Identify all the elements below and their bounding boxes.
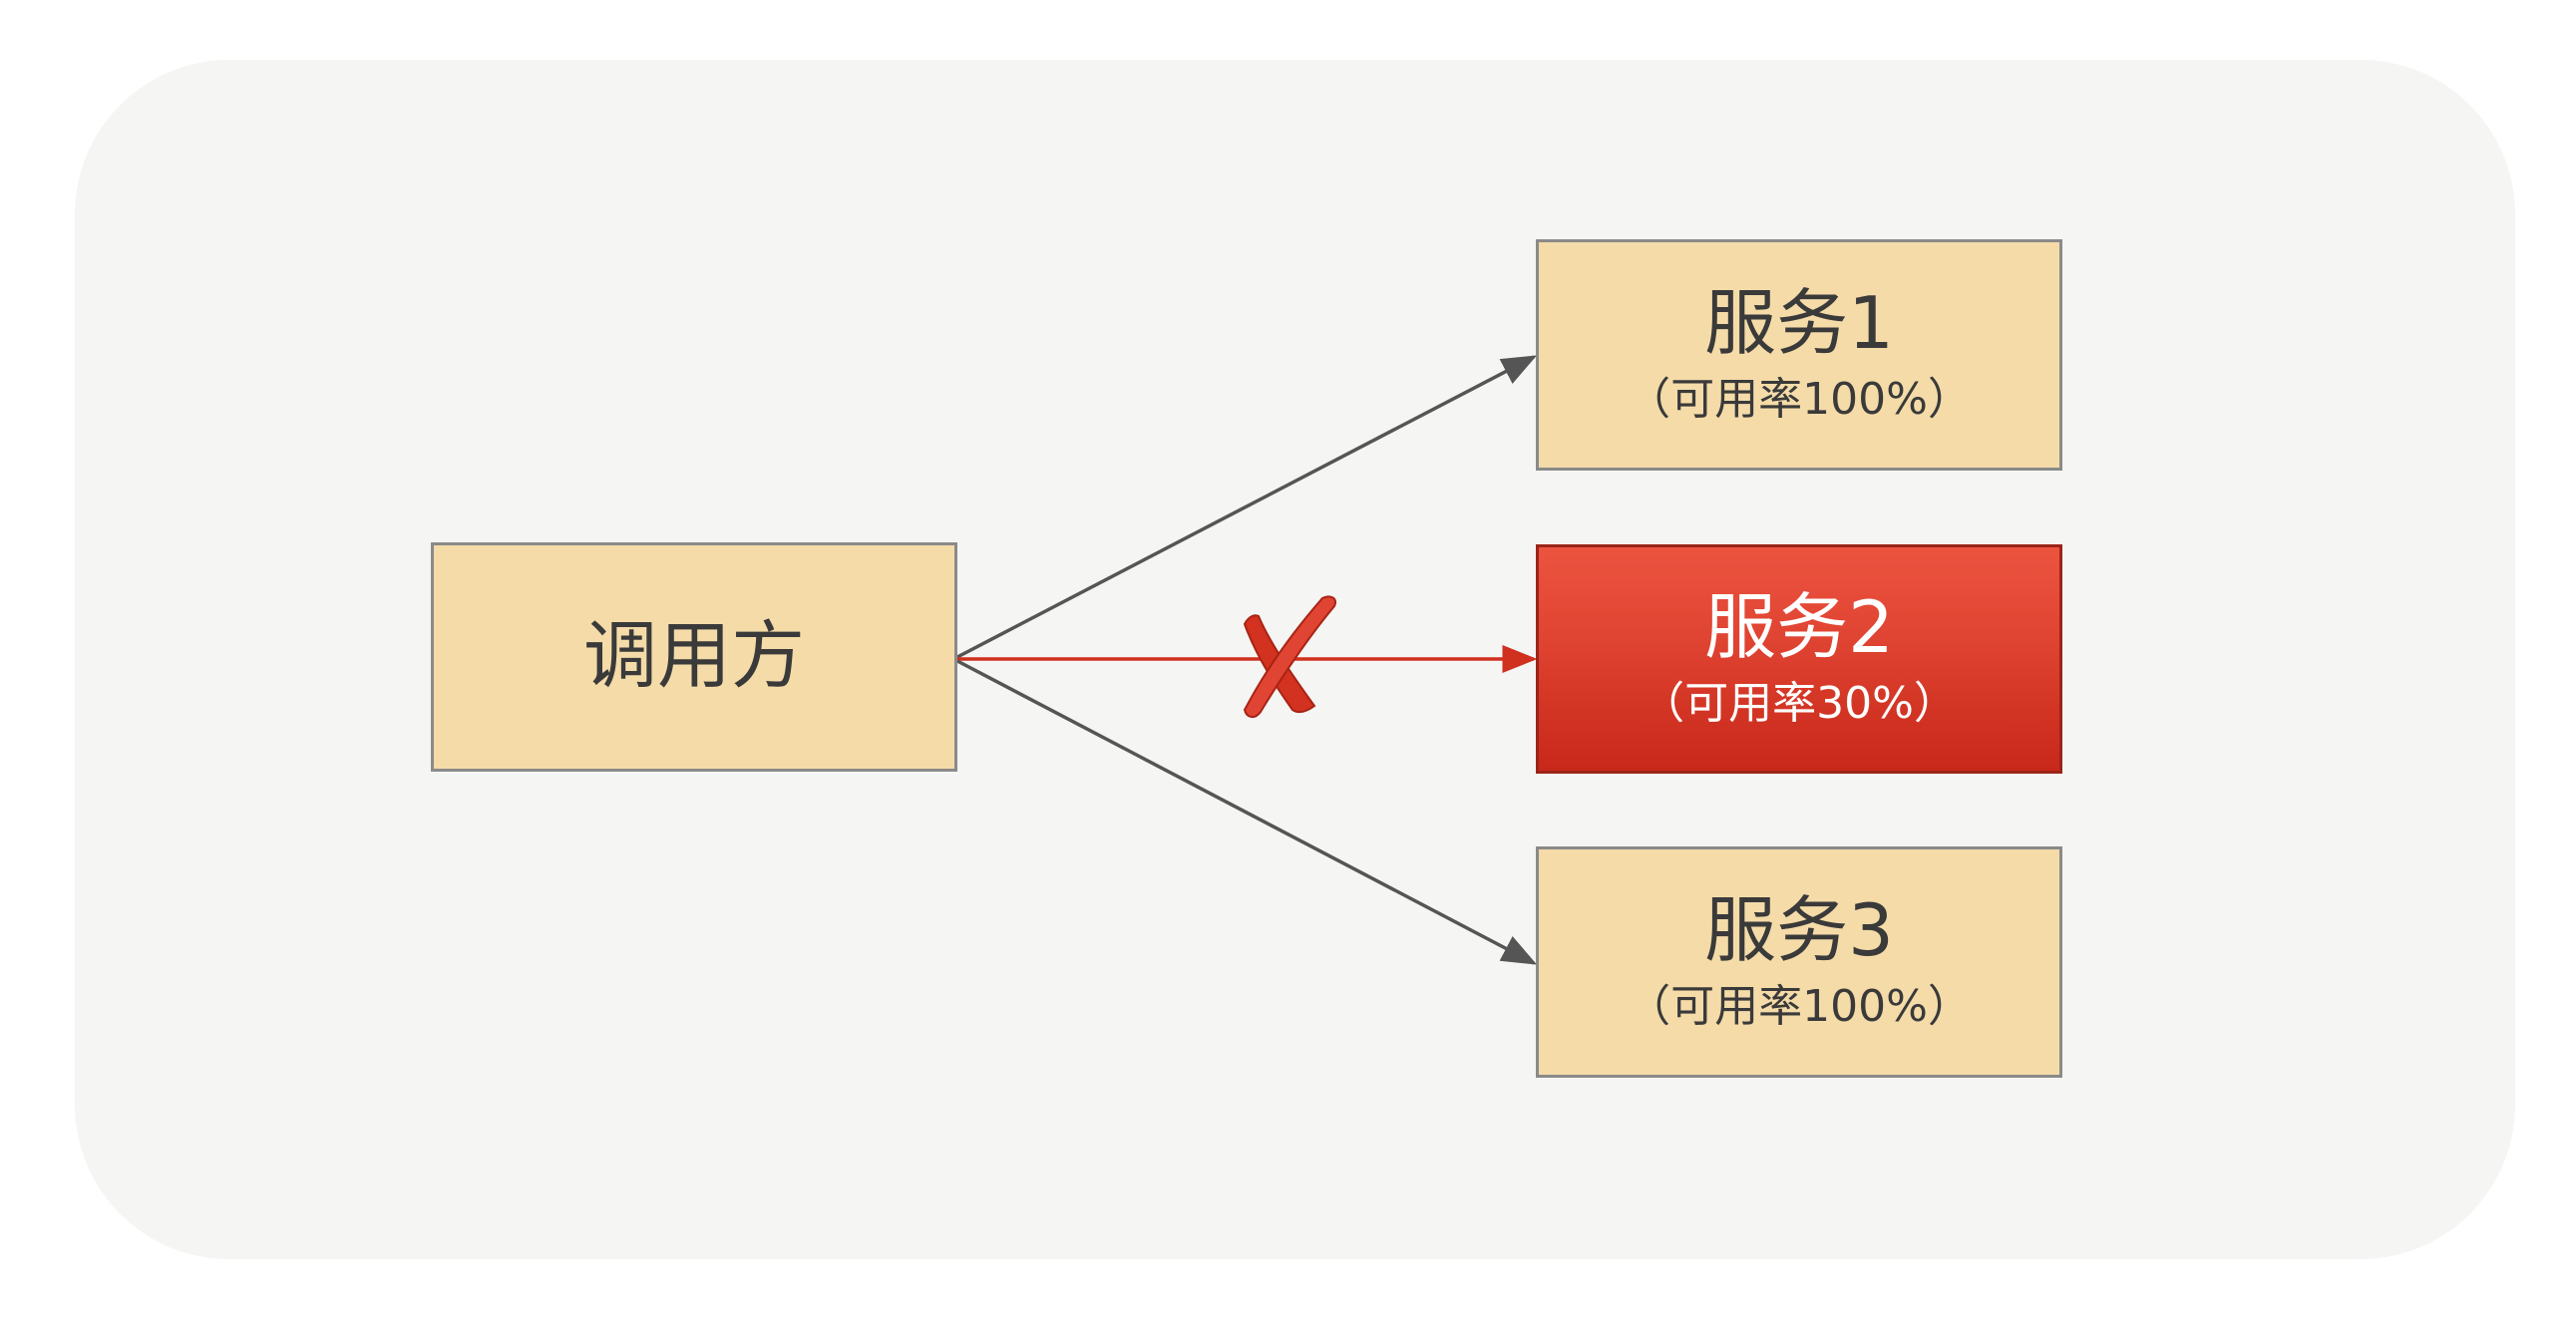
service-3-label: 服务3	[1704, 888, 1894, 972]
service-1-availability: （可用率100%）	[1627, 373, 1972, 425]
caller-node: 调用方	[431, 542, 957, 772]
service-2-label: 服务2	[1704, 585, 1894, 669]
caller-label: 调用方	[583, 613, 805, 700]
service-1-label: 服务1	[1704, 281, 1894, 365]
service-3-availability: （可用率100%）	[1627, 980, 1972, 1032]
service-2-node: 服务2 （可用率30%）	[1536, 544, 2062, 774]
service-1-node: 服务1 （可用率100%）	[1536, 239, 2062, 471]
service-2-availability: （可用率30%）	[1641, 677, 1958, 729]
service-3-node: 服务3 （可用率100%）	[1536, 846, 2062, 1078]
